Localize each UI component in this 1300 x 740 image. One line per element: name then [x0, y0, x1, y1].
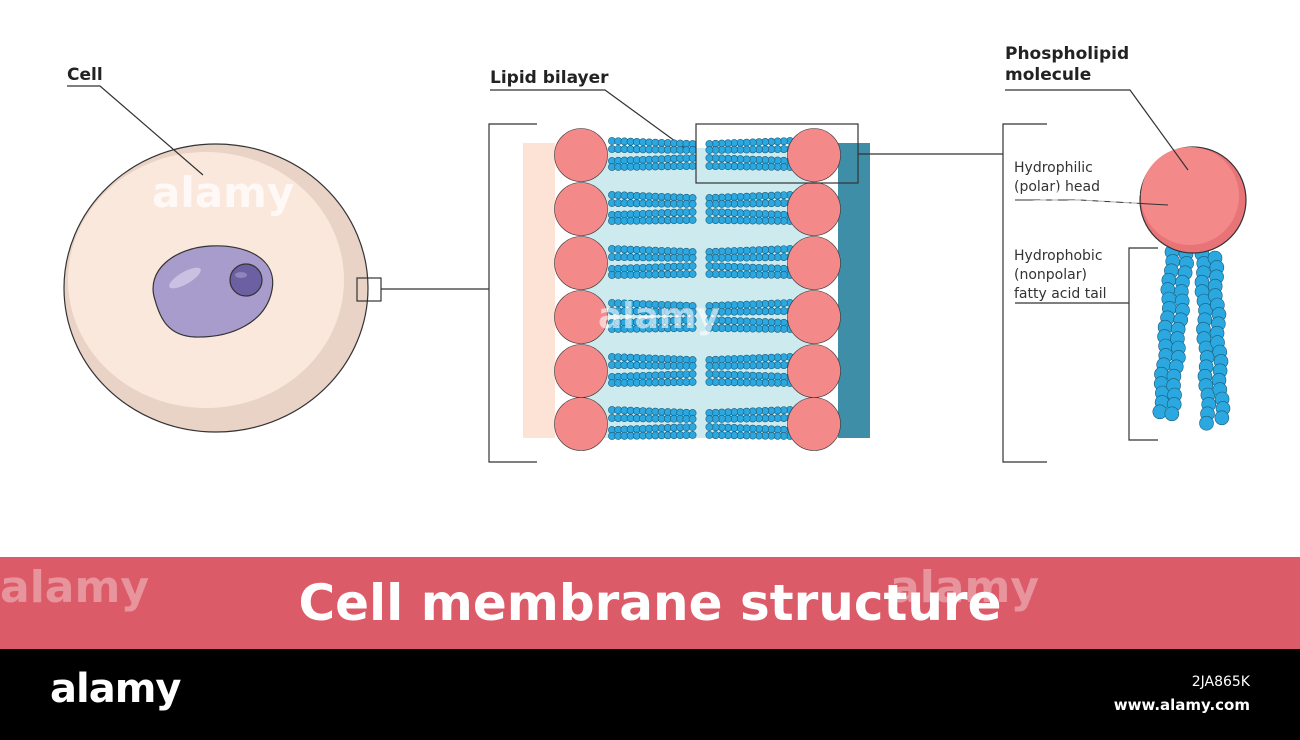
hydrophilic-leader	[1015, 199, 1169, 206]
fatty-acid-bead	[688, 415, 697, 423]
page-title: Cell membrane structure	[298, 574, 1002, 632]
watermark: alamy	[598, 296, 720, 337]
molecule-tail-bead	[1152, 404, 1168, 420]
fatty-acid-bead	[688, 316, 697, 324]
title-band	[0, 557, 1300, 649]
fatty-acid-bead	[688, 324, 697, 332]
fatty-acid-bead	[688, 270, 697, 278]
fatty-acid-bead	[688, 362, 697, 370]
fatty-acid-bead	[688, 308, 697, 316]
bilayer-head-inner	[554, 344, 608, 398]
phospholipid-label-line2: molecule	[1005, 65, 1092, 85]
fatty-acid-bead	[705, 254, 714, 262]
nucleolus	[229, 263, 263, 297]
bilayer-head-inner	[554, 397, 608, 451]
watermark: alamy	[0, 562, 149, 613]
molecule-tail-bead	[1199, 415, 1214, 431]
fatty-acid-bead	[705, 362, 714, 370]
hydrophilic-label-line1: Hydrophilic	[1014, 160, 1093, 176]
hydrophobic-bracket	[1128, 247, 1158, 441]
fatty-acid-bead	[705, 415, 714, 423]
phospholipid-leader	[1005, 89, 1189, 171]
bilayer-head-outer	[787, 290, 841, 344]
fatty-acid-bead	[705, 423, 714, 431]
hydrophobic-label-line1: Hydrophobic	[1014, 248, 1103, 264]
lipid-bilayer-label: Lipid bilayer	[490, 68, 609, 88]
hydrophobic-label-line3: fatty acid tail	[1014, 286, 1107, 302]
fatty-acid-bead	[688, 162, 697, 170]
fatty-acid-bead	[688, 154, 697, 162]
phospholipid-head-face	[1141, 147, 1239, 245]
footer-url: www.alamy.com	[1113, 696, 1250, 714]
bilayer-head-inner	[554, 290, 608, 344]
fatty-acid-bead	[688, 216, 697, 224]
bilayer-head-outer	[787, 182, 841, 236]
cell-label: Cell	[67, 65, 103, 85]
fatty-acid-bead	[705, 216, 714, 224]
fatty-acid-bead	[688, 262, 697, 270]
outer-side	[838, 143, 870, 438]
watermark: alamy	[1026, 181, 1142, 221]
bilayer-head-outer	[787, 397, 841, 451]
cell-leader	[67, 85, 204, 176]
inner-side	[523, 143, 555, 438]
bilayer-head-inner	[554, 182, 608, 236]
phospholipid-label: Phospholipid molecule	[1005, 44, 1129, 86]
fatty-acid-bead	[705, 431, 714, 439]
bilayer-head-outer	[787, 128, 841, 182]
hydrophilic-label-line2: (polar) head	[1014, 179, 1101, 195]
fatty-acid-bead	[688, 423, 697, 431]
hydrophilic-label: Hydrophilic (polar) head	[1014, 159, 1100, 197]
bilayer-heads	[554, 128, 841, 451]
bilayer-head-inner	[554, 128, 608, 182]
fatty-acid-bead	[705, 378, 714, 386]
watermark: alamy	[890, 562, 1039, 613]
fatty-acid-bead	[688, 378, 697, 386]
fatty-acid-bead	[688, 146, 697, 154]
footer-image-id: 2JA865K	[1191, 674, 1250, 690]
bilayer-head-outer	[787, 236, 841, 290]
bilayer-head-inner	[554, 236, 608, 290]
watermark: alamy	[152, 168, 295, 217]
footer-logo: alamy	[50, 666, 181, 712]
nucleus-highlight	[169, 267, 201, 289]
molecule-bracket	[1002, 123, 1047, 463]
footer	[0, 649, 1300, 740]
fatty-acid-bead	[705, 200, 714, 208]
nucleolus-highlight	[235, 272, 247, 278]
fatty-acid-bead	[705, 270, 714, 278]
fatty-acid-bead	[688, 370, 697, 378]
fatty-acid-bead	[705, 154, 714, 162]
molecule-tails	[1152, 244, 1231, 431]
fatty-acid-bead	[688, 200, 697, 208]
bilayer-core	[580, 148, 815, 438]
fatty-acid-bead	[688, 254, 697, 262]
phospholipid-label-line1: Phospholipid	[1005, 44, 1130, 64]
fatty-acid-bead	[705, 308, 714, 316]
fatty-acid-bead	[688, 208, 697, 216]
fatty-acid-bead	[688, 431, 697, 439]
bilayer-bracket	[488, 123, 537, 463]
bilayer-head-outer	[787, 344, 841, 398]
fatty-acid-bead	[705, 146, 714, 154]
fatty-acid-bead	[705, 370, 714, 378]
hydrophobic-label: Hydrophobic (nonpolar) fatty acid tail	[1014, 247, 1107, 304]
bilayer-leader	[490, 89, 691, 153]
fatty-acid-bead	[705, 162, 714, 170]
molecule-tail-bead	[1214, 410, 1230, 426]
fatty-acid-bead	[705, 324, 714, 332]
fatty-acid-bead	[705, 316, 714, 324]
fatty-acid-bead	[705, 208, 714, 216]
fatty-acid-bead	[705, 262, 714, 270]
molecule-tail-bead	[1164, 406, 1180, 422]
hydrophobic-label-line2: (nonpolar)	[1014, 267, 1087, 283]
cell-illustration	[63, 143, 489, 433]
